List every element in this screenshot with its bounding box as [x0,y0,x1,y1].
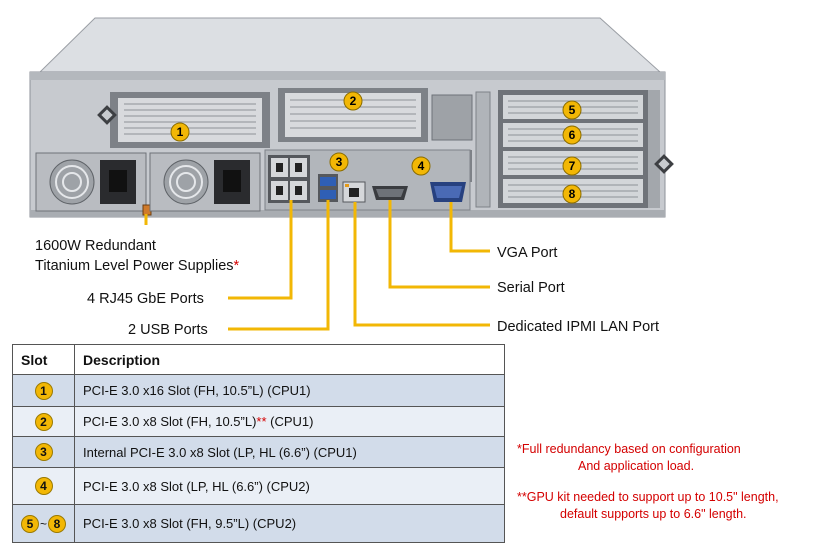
svg-text:2: 2 [350,94,357,108]
slot-badge: 2 [34,412,53,431]
power-supply-2 [149,152,261,212]
table-row: 4 PCI-E 3.0 x8 Slot (LP, HL (6.6”) (CPU2… [11,467,505,505]
slot-marker-6: 6 [562,125,582,145]
note-redundancy-line2: And application load. [578,459,695,473]
slot-cell: 1 [11,374,76,407]
usb-ports [318,174,338,202]
vga-port [430,182,466,202]
serial-leader [388,200,490,289]
slot-badge: 1 [34,381,53,400]
riser-bracket [431,91,491,208]
slot-table: Slot Description 1 PCI-E 3.0 x16 Slot (F… [11,344,505,543]
usb-leader [228,200,330,331]
description-cell: PCI-E 3.0 x8 Slot (FH, 9.5”L) (CPU2) [74,504,505,543]
table-row: 3 Internal PCI-E 3.0 x8 Slot (LP, HL (6.… [11,436,505,468]
svg-text:6: 6 [569,128,576,142]
slot-marker-4: 4 [411,156,431,176]
table-row: 1 PCI-E 3.0 x16 Slot (FH, 10.5”L) (CPU1) [11,374,505,407]
svg-text:1: 1 [177,125,184,139]
note-gpu-line1: **GPU kit needed to support up to 10.5" … [517,490,779,504]
rj45-leader [228,200,293,300]
description-cell: PCI-E 3.0 x16 Slot (FH, 10.5”L) (CPU1) [74,374,505,407]
note-gpu-line2: default supports up to 6.6" length. [560,507,747,521]
svg-text:8: 8 [569,187,576,201]
rj45-label: 4 RJ45 GbE Ports [87,291,204,307]
psu-label-text: Titanium Level Power Supplies [35,258,234,274]
slot-marker-5: 5 [562,100,582,120]
svg-text:4: 4 [418,159,425,173]
header-description: Description [74,344,505,375]
note-redundancy-line1: *Full redundancy based on configuration [517,442,741,456]
slot-badge: 4 [34,477,53,495]
table-row: 2 PCI-E 3.0 x8 Slot (FH, 10.5”L)** (CPU1… [11,406,505,437]
slot-marker-7: 7 [562,156,582,176]
leader-lines [144,200,490,331]
gpu-footnote-mark: ** [256,414,267,429]
slot-range-sep: ~ [40,516,48,531]
header-slot: Slot [11,344,76,375]
serial-label: Serial Port [497,280,565,296]
usb-label: 2 USB Ports [128,322,208,338]
psu-label-line1: 1600W Redundant [35,238,156,254]
slot-markers: 1 2 3 4 5 6 7 8 [170,91,582,204]
description-cell: PCI-E 3.0 x8 Slot (FH, 10.5”L)** (CPU1) [74,406,505,437]
slot-badge: 5 [21,514,39,533]
description-cell: PCI-E 3.0 x8 Slot (LP, HL (6.6”) (CPU2) [74,467,505,505]
slot-bay-2 [278,88,428,142]
ipmi-lan-port [342,181,366,203]
slot-marker-2: 2 [343,91,363,111]
slot-marker-3: 3 [329,152,349,172]
vga-label: VGA Port [497,245,558,261]
vga-leader [449,202,490,253]
svg-text:7: 7 [569,159,576,173]
table-header-row: Slot Description [11,344,505,375]
svg-text:3: 3 [336,155,343,169]
power-supply-1 [35,152,152,216]
slot-cell: 5~8 [11,504,76,543]
slot-bay-1 [110,92,270,148]
description-text: PCI-E 3.0 x8 Slot (FH, 10.5”L) [83,414,257,429]
ipmi-label: Dedicated IPMI LAN Port [497,319,659,335]
table-row: 5~8 PCI-E 3.0 x8 Slot (FH, 9.5”L) (CPU2) [11,504,505,543]
slot-badge: 3 [34,443,53,461]
thumb-screw-left-icon [97,105,117,125]
rj45-ports [268,155,310,203]
psu-footnote-mark: * [233,258,240,274]
description-suffix: (CPU1) [266,414,314,429]
slot-marker-8: 8 [562,184,582,204]
slot-cell: 3 [11,436,76,468]
slot-marker-1: 1 [170,122,190,142]
serial-port [372,186,408,200]
ipmi-leader [353,202,490,327]
psu-label-line2: Titanium Level Power Supplies* [35,257,239,275]
svg-text:5: 5 [569,103,576,117]
description-cell: Internal PCI-E 3.0 x8 Slot (LP, HL (6.6”… [74,436,505,468]
slot-cell: 4 [11,467,76,505]
slot-badge: 8 [48,514,67,533]
slot-cell: 2 [11,406,76,437]
